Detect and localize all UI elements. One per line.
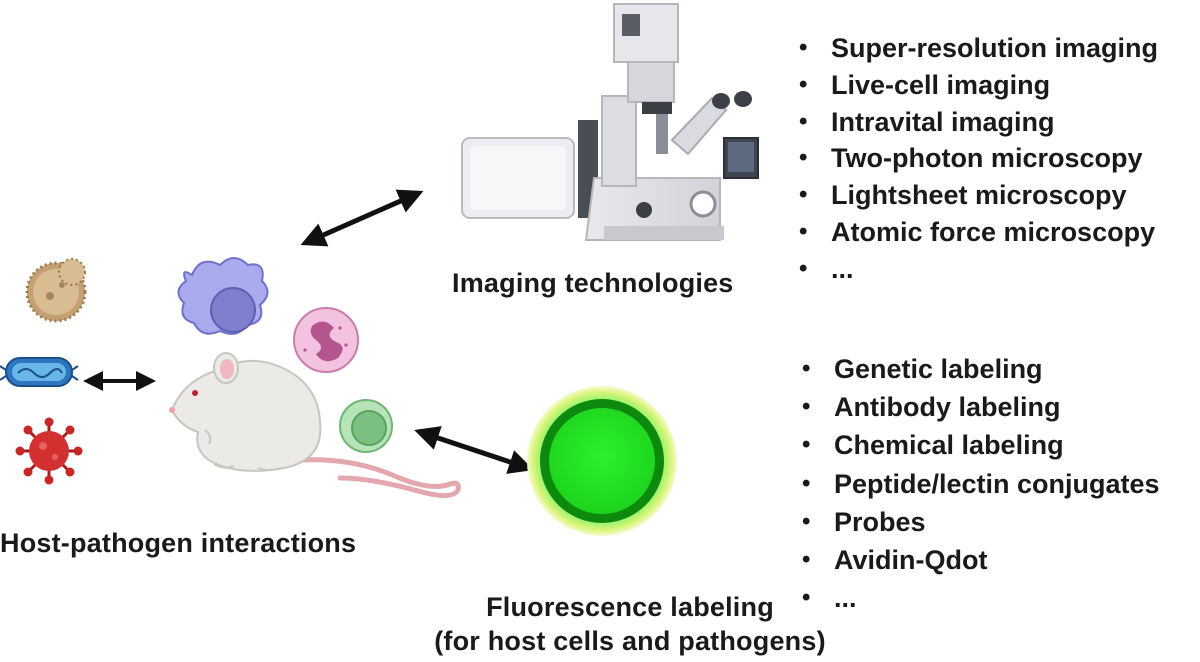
list-item: Probes <box>800 503 1160 541</box>
host-pathogen-label: Host-pathogen interactions <box>0 528 357 558</box>
list-item: ... <box>797 251 1158 288</box>
list-item: Lightsheet microscopy <box>797 177 1158 214</box>
fluorescence-circle-icon <box>527 386 677 536</box>
fluorescence-labeling-list: Genetic labeling Antibody labeling Chemi… <box>800 350 1160 618</box>
fluorescence-label-line2: (for host cells and pathogens) <box>434 626 826 656</box>
list-item: Chemical labeling <box>800 426 1160 464</box>
fungus-icon <box>25 258 87 323</box>
neutrophil-icon <box>293 307 359 373</box>
list-item: ... <box>800 579 1160 617</box>
macrophage-icon <box>177 257 269 335</box>
list-item: Intravital imaging <box>797 104 1158 141</box>
arrow-host-to-fluorescence <box>414 426 534 474</box>
microscope-icon <box>461 3 759 241</box>
fluorescence-label-line1: Fluorescence labeling <box>486 592 774 622</box>
list-item: Peptide/lectin conjugates <box>800 465 1160 503</box>
virus-icon <box>15 417 83 485</box>
list-item: Atomic force microscopy <box>797 214 1158 251</box>
lymphocyte-icon <box>339 399 393 453</box>
list-item: Avidin-Qdot <box>800 541 1160 579</box>
arrow-host-to-imaging <box>300 189 424 247</box>
list-item: Live-cell imaging <box>797 67 1158 104</box>
imaging-technologies-list: Super-resolution imaging Live-cell imagi… <box>797 30 1158 288</box>
list-item: Super-resolution imaging <box>797 30 1158 67</box>
imaging-technologies-label: Imaging technologies <box>452 268 734 298</box>
list-item: Genetic labeling <box>800 350 1160 388</box>
bacterium-icon <box>0 357 79 387</box>
mouse-icon <box>169 352 461 498</box>
list-item: Antibody labeling <box>800 388 1160 426</box>
list-item: Two-photon microscopy <box>797 140 1158 177</box>
